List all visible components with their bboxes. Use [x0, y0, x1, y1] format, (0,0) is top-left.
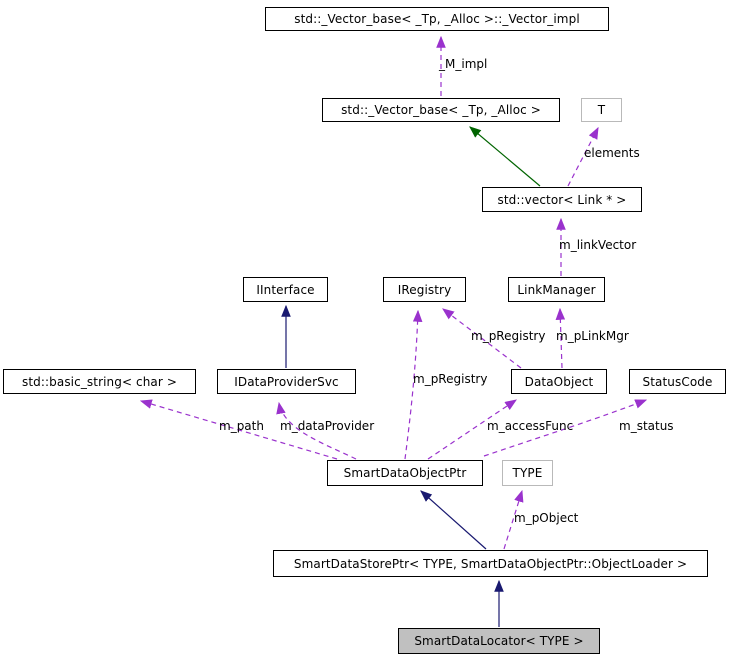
edge-m-path: [139, 399, 338, 460]
edge-label-m-dataprovider: m_dataProvider: [280, 419, 375, 433]
edge-inherit-vector-vectorbase: [469, 126, 541, 187]
edge-label-m-pregistry-lower: m_pRegistry: [413, 372, 488, 386]
edge-inherit-storeptr-objectptr: [420, 490, 487, 550]
node-smartdataobjectptr[interactable]: SmartDataObjectPtr: [327, 460, 483, 486]
edge-label-m-plinkmgr: m_pLinkMgr: [556, 329, 629, 343]
node-vector-base-impl[interactable]: std::_Vector_base< _Tp, _Alloc >::_Vecto…: [265, 7, 609, 31]
edge-label-m-status: m_status: [619, 419, 674, 433]
node-iregistry[interactable]: IRegistry: [383, 277, 466, 302]
node-smartdatastoreptr[interactable]: SmartDataStorePtr< TYPE, SmartDataObject…: [273, 550, 708, 577]
edge-label-m-pregistry-upper: m_pRegistry: [471, 329, 546, 343]
edge-m-pregistry-dataobject: [442, 308, 522, 369]
edge-m-pregistry-smartdataobjectptr: [404, 309, 423, 460]
node-std-vector-link[interactable]: std::vector< Link * >: [482, 187, 642, 212]
node-dataobject[interactable]: DataObject: [511, 369, 607, 394]
node-linkmanager[interactable]: LinkManager: [508, 277, 605, 302]
edge-label-m-pobject: m_pObject: [514, 511, 579, 525]
edge-label-elements: elements: [584, 146, 640, 160]
edge-m-dataprovider: [276, 401, 357, 460]
edge-m-plinkmgr: [555, 307, 566, 369]
edge-label-m-path: m_path: [219, 419, 264, 433]
edge-label-m-linkvector: m_linkVector: [559, 238, 637, 252]
edge-m-pobject: [503, 489, 524, 550]
edge-elements: [567, 126, 599, 187]
edge-label-m-accessfunc: m_accessFunc: [487, 419, 574, 433]
node-template-param-t: T: [581, 98, 622, 122]
node-vector-base[interactable]: std::_Vector_base< _Tp, _Alloc >: [322, 98, 560, 122]
node-idataprovidersvc[interactable]: IDataProviderSvc: [217, 369, 356, 394]
node-basic-string[interactable]: std::basic_string< char >: [3, 369, 196, 394]
node-template-param-type: TYPE: [502, 460, 553, 486]
edge-m-status: [483, 399, 648, 457]
node-iinterface[interactable]: IInterface: [243, 277, 328, 302]
node-statuscode[interactable]: StatusCode: [629, 369, 726, 394]
edge-label-m-impl: _M_impl: [439, 57, 488, 71]
node-smartdatalocator-current: SmartDataLocator< TYPE >: [398, 628, 600, 654]
